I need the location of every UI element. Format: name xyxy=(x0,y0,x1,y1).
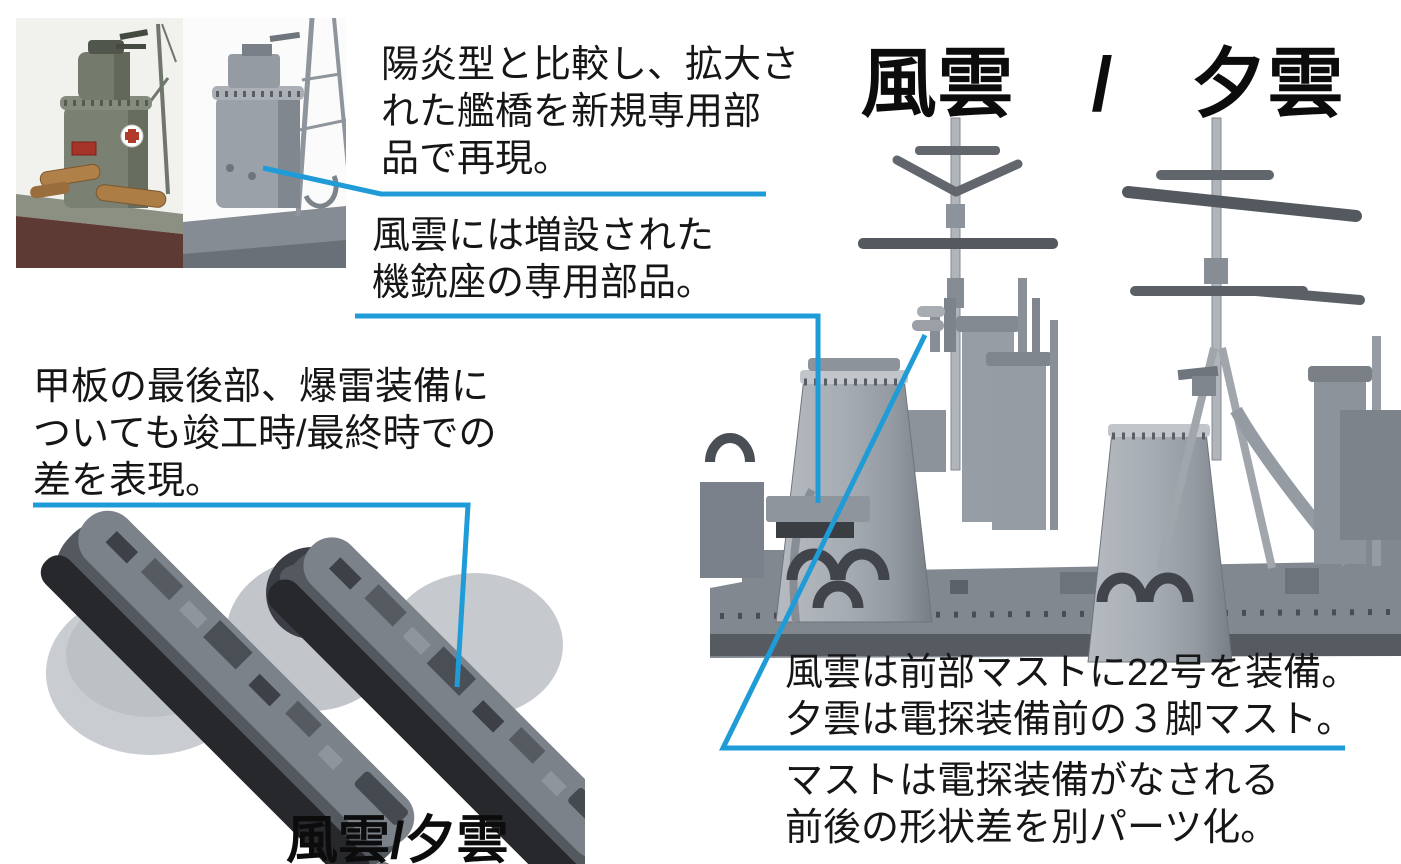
callout-line: 前後の形状差を別パーツ化。 xyxy=(785,807,1279,849)
photo-deck xyxy=(16,194,183,234)
foremast xyxy=(858,117,1058,471)
callout-line: マストは電探装備がなされる xyxy=(785,760,1280,802)
render-aa-gun xyxy=(242,44,272,56)
callout-bridge: 陽炎型と比較し、拡大さ れた艦橋を新規専用部 品で再現。 xyxy=(381,42,799,183)
depth-charge-rack xyxy=(568,788,585,840)
callout-line: 甲板の最後部、爆雷装備に xyxy=(33,366,490,408)
depth-charge-rack xyxy=(354,771,408,825)
davit-pipe xyxy=(705,433,755,463)
photo-red-panel xyxy=(71,141,97,156)
callout-line: 機銃座の専用部品。 xyxy=(372,262,715,304)
callout-line: 夕雲は電探装備前の３脚マスト。 xyxy=(785,699,1355,741)
callout-line: 風雲には増設された xyxy=(372,215,715,257)
callout-mast-parts: マストは電探装備がなされる 前後の形状差を別パーツ化。 xyxy=(785,758,1279,852)
callout-line: 風雲は前部マストに22号を装備。 xyxy=(785,652,1360,694)
painted-bridge-photo xyxy=(16,18,183,268)
gun-mount xyxy=(1177,365,1219,396)
callout-line: 陽炎型と比較し、拡大さ xyxy=(381,44,800,86)
page-title: 風雲 / 夕雲 xyxy=(860,42,1345,127)
main-midship-render xyxy=(700,117,1401,663)
long-yardarm xyxy=(1122,186,1362,222)
callout-radar-mast: 風雲は前部マストに22号を装備。 夕雲は電探装備前の３脚マスト。 xyxy=(785,650,1359,744)
photo-hull-linoleum xyxy=(16,216,183,268)
callout-line: ついても竣工時/最終時での xyxy=(33,413,497,455)
yardarm xyxy=(858,238,1058,249)
aft-deckhouse xyxy=(700,482,764,578)
callout-gun-mount: 風雲には増設された 機銃座の専用部品。 xyxy=(372,213,714,307)
callout-depth-charge: 甲板の最後部、爆雷装備に ついても竣工時/最終時での 差を表現。 xyxy=(33,364,497,505)
callout-line: 差を表現。 xyxy=(33,460,224,502)
aft-structure xyxy=(1340,410,1401,540)
funnel xyxy=(775,358,933,623)
stern-render-label: 風雲/夕雲 xyxy=(286,812,509,864)
photo-red-cross-badge xyxy=(120,124,144,148)
photo-bridge-tower xyxy=(60,29,152,208)
funnel xyxy=(1087,424,1233,663)
callout-line: 品で再現。 xyxy=(381,138,572,180)
callout-line: れた艦橋を新規専用部 xyxy=(381,91,762,133)
render-hull-shadow xyxy=(183,240,346,268)
cg-bridge-render xyxy=(183,18,346,268)
photo-rattan-mats xyxy=(30,163,167,208)
type22-radar xyxy=(912,298,956,352)
bridge-comparison-images xyxy=(16,18,346,268)
photo-aa-gun xyxy=(88,40,124,54)
